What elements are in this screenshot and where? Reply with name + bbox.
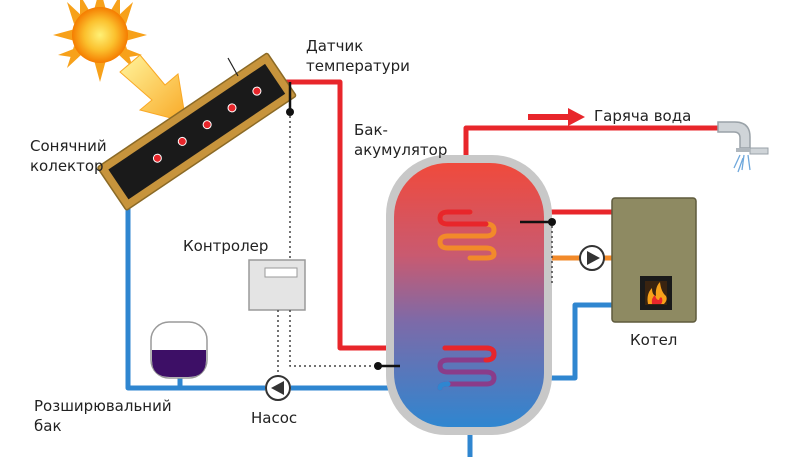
sun-icon	[53, 0, 147, 82]
hot-water-label: Гаряча вода	[594, 107, 692, 125]
control-wires	[277, 116, 378, 376]
expansion-tank	[150, 321, 208, 379]
temperature-sensor-tank-lower	[374, 362, 400, 370]
temperature-sensor-tank-upper	[520, 218, 556, 226]
storage-tank	[386, 155, 552, 435]
tank-label: Бак- акумулятор	[354, 121, 448, 159]
pump-icon	[265, 375, 291, 401]
solar-collector	[97, 52, 297, 211]
faucet-icon	[717, 121, 769, 173]
sunlight-arrow	[119, 54, 187, 123]
sensor-label: Датчик температури	[306, 37, 410, 75]
expansion-tank-label: Розширювальний бак	[34, 397, 172, 435]
controller-label: Контролер	[183, 237, 269, 255]
boiler	[611, 197, 697, 323]
temperature-sensor-collector	[286, 82, 294, 116]
collector-pointer	[227, 57, 239, 77]
controller-box	[248, 259, 306, 311]
boiler-label: Котел	[630, 331, 678, 349]
pump-label: Насос	[251, 409, 298, 427]
hot-water-arrow	[528, 108, 585, 126]
collector-label: Сонячний колектор	[30, 137, 107, 175]
boiler-pump-icon	[579, 245, 605, 271]
